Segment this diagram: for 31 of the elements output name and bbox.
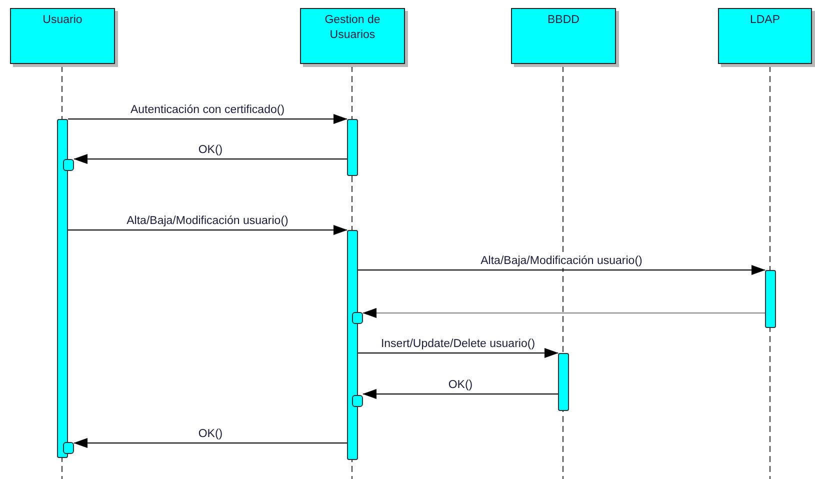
return-box: [352, 395, 363, 407]
message-arrow: [362, 308, 766, 318]
message-arrow: [74, 438, 348, 448]
message-arrow: [74, 154, 348, 164]
lifeline-title: Usuario: [42, 13, 82, 28]
activation-bar: [765, 270, 776, 328]
return-box: [63, 442, 74, 454]
message-arrow: [68, 225, 348, 235]
lifeline-head-box: [10, 8, 115, 64]
activation-bar: [347, 119, 358, 176]
edge-label: OK(): [196, 143, 225, 157]
lifeline-title: Gestion de Usuarios: [324, 13, 382, 43]
lifeline-head-box: [718, 8, 812, 64]
message-arrow: [358, 265, 766, 275]
message-arrow: [358, 348, 558, 358]
edge-label: Alta/Baja/Modificación usuario(): [478, 254, 644, 268]
edge-label: Alta/Baja/Modificación usuario(): [124, 214, 290, 228]
activation-bar: [57, 119, 68, 458]
return-box: [63, 159, 74, 171]
edge-label: OK(): [446, 378, 475, 392]
return-box: [352, 312, 363, 324]
lifeline-head-box: [511, 8, 616, 64]
activation-bar: [558, 353, 569, 411]
lifeline-title: BBDD: [548, 13, 580, 28]
activation-bar: [347, 230, 358, 460]
edge-label: OK(): [196, 427, 225, 441]
lifeline-head-box: [300, 8, 405, 64]
lifeline-title: LDAP: [750, 13, 780, 28]
message-arrow: [68, 114, 348, 124]
message-arrow: [362, 389, 558, 399]
edge-label: Autenticación con certificado(): [128, 103, 287, 117]
